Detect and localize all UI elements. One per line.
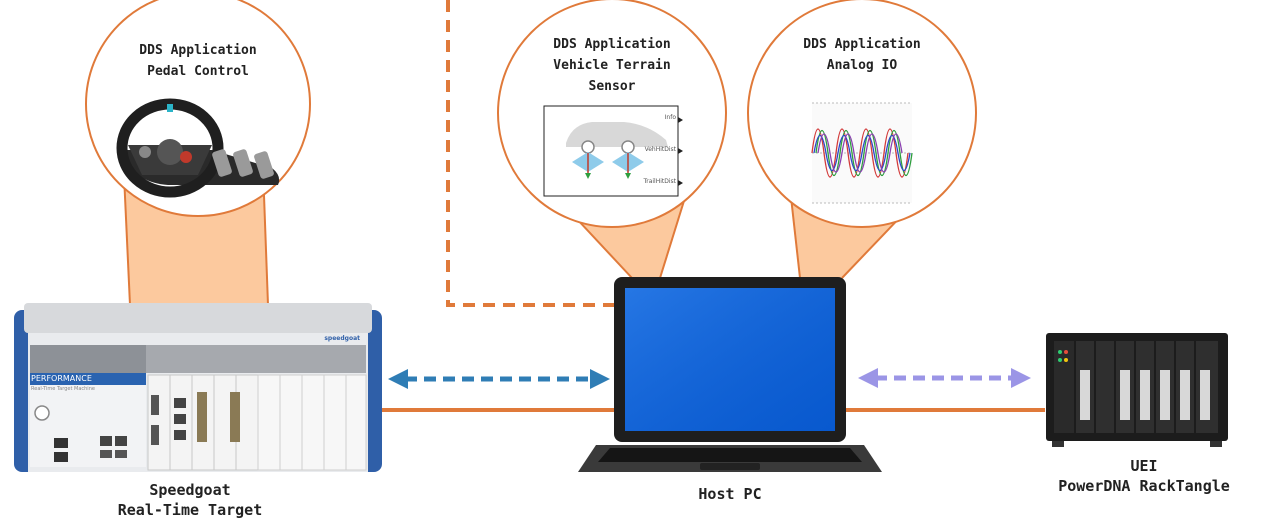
speedgoat-subbadge: Real-Time Target Machine <box>31 386 95 392</box>
speedgoat-brand-text: speedgoat <box>324 335 360 342</box>
steering-wheel-icon <box>116 98 280 198</box>
pedal-line1: DDS Application <box>139 43 257 58</box>
speedgoat-label: Speedgoat Real-Time Target <box>60 480 320 520</box>
host-line1: Host PC <box>698 485 762 503</box>
dashed-network-line <box>446 0 620 307</box>
terrain-port-vehhitdist: VehHitDist <box>644 146 676 153</box>
analog-io-label: DDS Application Analog IO <box>772 34 952 76</box>
double-arrow-purple <box>858 368 1031 388</box>
terrain-line3: Sensor <box>588 79 636 94</box>
pedal-line2: Pedal Control <box>147 64 249 79</box>
laptop-icon <box>578 277 882 472</box>
speedgoat-chassis <box>14 303 382 472</box>
terrain-port-info: Info <box>664 114 676 121</box>
uei-rack <box>1046 333 1228 447</box>
analog-line2: Analog IO <box>826 58 898 73</box>
terrain-sensor-block <box>543 105 683 197</box>
analog-waveform-plot <box>811 102 913 204</box>
terrain-line2: Vehicle Terrain <box>553 58 671 73</box>
pedal-control-label: DDS Application Pedal Control <box>108 40 288 82</box>
uei-line2: PowerDNA RackTangle <box>1058 477 1230 495</box>
analog-line1: DDS Application <box>803 37 921 52</box>
speedgoat-badge: PERFORMANCE <box>31 374 92 383</box>
speedgoat-line1: Speedgoat <box>149 481 231 499</box>
terrain-line1: DDS Application <box>553 37 671 52</box>
terrain-port-trailhitdist: TrailHitDist <box>643 178 676 185</box>
double-arrow-blue <box>388 369 610 389</box>
speedgoat-line2: Real-Time Target <box>117 501 263 519</box>
host-pc-label: Host PC <box>630 484 830 504</box>
terrain-sensor-label: DDS Application Vehicle Terrain Sensor <box>517 34 707 97</box>
uei-line1: UEI <box>1130 457 1158 475</box>
uei-label: UEI PowerDNA RackTangle <box>1020 456 1268 496</box>
